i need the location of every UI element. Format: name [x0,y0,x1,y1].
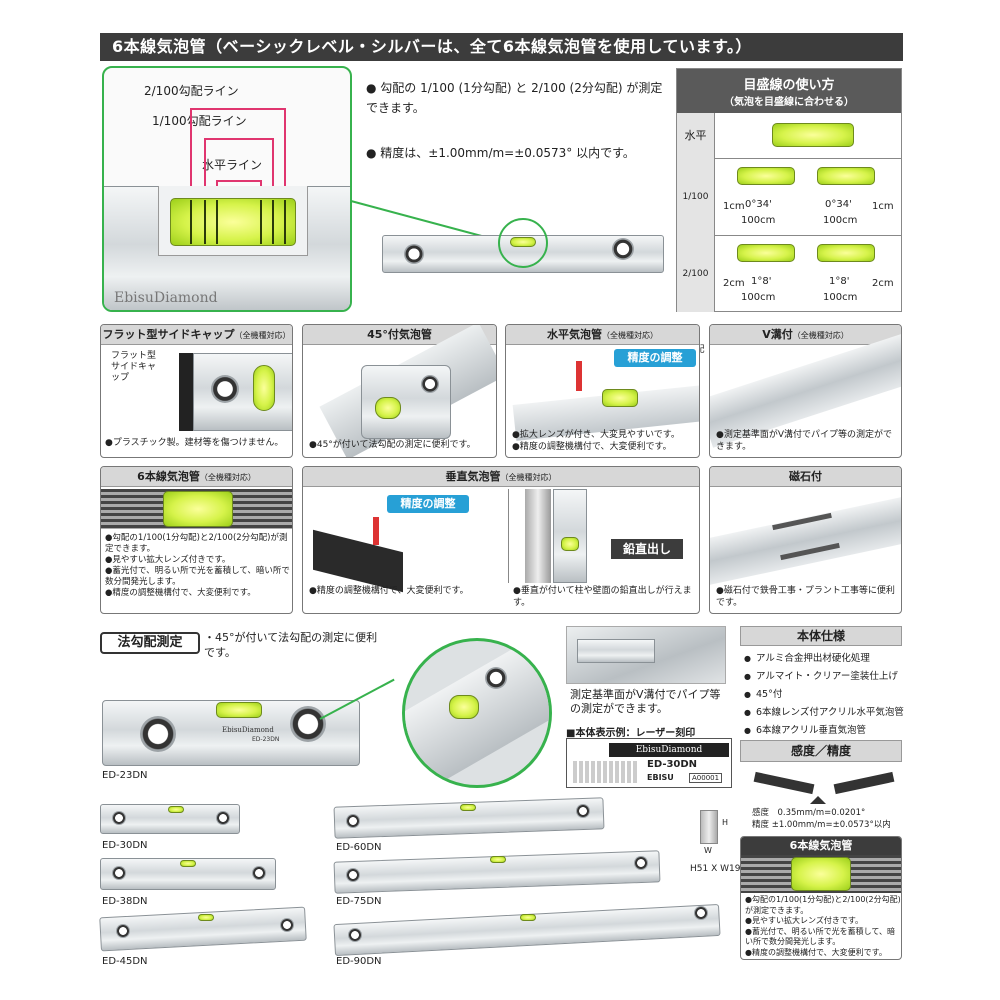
guide-subtitle: （気泡を目盛線に合わせる） [724,97,854,108]
vgroove-caption: 測定基準面がV溝付でパイプ等の測定ができます。 [570,688,721,715]
spec-vial-caption: ●勾配の1/100(1分勾配)と2/100(2分勾配)が測定できます。 ●見やす… [745,895,901,957]
spec-list: アルミ合金押出材硬化処理 アルマイト・クリアー塗装仕上げ 45°付 6本線レンズ… [744,650,904,740]
panel-title: 6本線気泡管 [137,470,200,483]
label-level-line: 水平ライン [202,158,263,172]
model-ed90: ED-90DN [336,956,382,967]
sensitivity-value: 感度 0.35mm/m=0.0201° [752,808,866,818]
angle-1-right: 0°34' [825,199,852,210]
vial-closeup [170,198,296,246]
dim-w: W [704,846,712,855]
panel-magnet: 磁石付 ●磁石付で鉄骨工事・プラント工事等に便利です。 [709,466,902,614]
row-label-2-100: 2/100 勾配 [677,236,715,355]
panel-caption: ●プラスチック製。建材等を傷つけません。 [105,438,284,448]
spec-title: 本体仕様 [740,626,902,646]
panel-caption: ●拡大レンズが付き、大変見やすいです。 ●精度の調整機構付で、大変便利です。 [512,430,680,452]
spec-item: 45°付 [744,686,904,704]
row-label-1-100: 1/100 勾配 [677,159,715,279]
section-header: 6本線気泡管（ベーシックレベル・シルバーは、全て6本線気泡管を使用しています。） [100,33,903,61]
panel-note: （全機種対応） [792,331,849,340]
plumb-label: 鉛直出し [611,539,683,559]
guide-title: 目盛線の使い方 [743,78,835,93]
panel-45-vial: 45°付気泡管 ●45°が付いて法勾配の測定に便利です。 [302,324,497,458]
panel-six-line-vial: 6本線気泡管（全機種対応） ●勾配の1/100(1分勾配)と2/100(2分勾配… [100,466,293,614]
base-2-left: 100cm [741,292,776,303]
panel-note: （全機種対応） [199,473,256,482]
model-ed60: ED-60DN [336,842,382,853]
sensitivity-title: 感度／精度 [740,740,902,762]
spec-vial-title: 6本線気泡管 [741,837,901,855]
vial-closeup-frame: 2/100勾配ライン 1/100勾配ライン 水平ライン EbisuDiamond [102,66,352,312]
small-brand: EbisuDiamond [222,726,274,734]
model-ed30: ED-30DN [102,840,148,851]
adjust-badge: 精度の調整 [387,495,469,513]
bullet-gradient: ● 勾配の 1/100 (1分勾配) と 2/100 (2分勾配) が測定できま… [366,81,663,115]
model-ed38: ED-38DN [102,896,148,907]
angle-2-right: 1°8' [829,276,850,287]
hokobai-desc: ・45°が付いて法勾配の測定に便利です。 [204,631,378,659]
sensitivity-diagram [748,766,900,804]
spec-vial-panel: 6本線気泡管 ●勾配の1/100(1分勾配)と2/100(2分勾配)が測定できま… [740,836,902,960]
flat-cap-label: フラット型サイドキャップ [111,351,157,383]
spec-item: 6本線レンズ付アクリル水平気泡管 [744,704,904,722]
panel-note: （全機種対応） [234,331,291,340]
panel-title: 磁石付 [710,467,901,487]
adjust-badge: 精度の調整 [614,349,696,367]
base-1-right: 100cm [823,215,858,226]
hokobai-label: 法勾配測定 [100,632,200,654]
panel-v-groove: V溝付（全機種対応） ●測定基準面がV溝付でパイプ等の測定ができます。 [709,324,902,458]
panel-note: （全機種対応） [602,331,658,340]
scale-guide-table: 目盛線の使い方 （気泡を目盛線に合わせる） 水平 1/100 勾配 1cm 1c… [676,68,902,355]
model-ed23: ED-23DN [102,770,148,781]
panel-caption: ●測定基準面がV溝付でパイプ等の測定ができます。 [716,430,893,452]
panel-title: 水平気泡管 [547,328,602,341]
base-1-left: 100cm [741,215,776,226]
panel-caption-adjust: ●精度の調整機構付で、大変便利です。 [309,586,469,596]
panel-caption-plumb: ●垂直が付いて柱や壁面の鉛直出しが行えます。 [513,586,692,608]
height-2cm-right: 2cm [872,278,894,289]
label-1-100-line: 1/100勾配ライン [152,114,247,128]
spec-item: アルマイト・クリアー塗装仕上げ [744,668,904,686]
panel-title: 垂直気泡管 [445,470,501,483]
small-model: ED-23DN [252,736,280,743]
panel-note: （全機種対応） [500,473,557,482]
magnified-45-circle [402,638,552,788]
panel-title: V溝付 [762,328,793,341]
height-2cm-left: 2cm [723,278,745,289]
angle-1-left: 0°34' [745,199,772,210]
panel-flat-side-cap: フラット型サイドキャップ（全機種対応） フラット型サイドキャップ ●プラスチック… [100,324,293,458]
display-example: EbisuDiamond ED-30DN EBISU A00001 [566,738,732,788]
brand-engraving: EbisuDiamond [114,290,218,306]
panel-title: フラット型サイドキャップ [102,328,235,341]
dim-size: H51 X W19.5 [690,864,750,874]
spec-item: 6本線アクリル垂直気泡管 [744,722,904,740]
panel-plumb-vial: 垂直気泡管（全機種対応） 精度の調整 鉛直出し ●精度の調整機構付で、大変便利で… [302,466,700,614]
display-model: ED-30DN [647,759,698,770]
row-label-level: 水平 [677,113,715,159]
display-brand: EbisuDiamond [609,743,729,757]
panel-caption: ●45°が付いて法勾配の測定に便利です。 [309,440,476,450]
panel-level-vial: 水平気泡管（全機種対応） 精度の調整 ●拡大レンズが付き、大変見やすいです。 ●… [505,324,700,458]
model-ed45: ED-45DN [102,956,148,967]
accuracy-value: 精度 ±1.00mm/m=±0.0573°以内 [752,820,891,830]
bullet-accuracy: ● 精度は、±1.00mm/m=±0.0573° 以内です。 [366,146,635,160]
level-ed90dn [333,903,721,957]
height-1cm-left: 1cm [723,201,745,212]
dim-h: H [722,818,729,827]
label-2-100-line: 2/100勾配ライン [144,84,239,98]
base-2-right: 100cm [823,292,858,303]
spec-item: アルミ合金押出材硬化処理 [744,650,904,668]
vgroove-photo [566,626,726,684]
display-title: ■本体表示例：レーザー刻印 [566,728,696,739]
display-code: A00001 [689,773,723,783]
display-ebisu: EBISU [647,773,674,782]
height-1cm-right: 1cm [872,201,894,212]
panel-caption: ●勾配の1/100(1分勾配)と2/100(2分勾配)が測定できます。 ●見やす… [105,533,290,598]
angle-2-left: 1°8' [751,276,772,287]
model-ed75: ED-75DN [336,896,382,907]
panel-caption: ●磁石付で鉄骨工事・プラント工事等に便利です。 [716,586,895,608]
